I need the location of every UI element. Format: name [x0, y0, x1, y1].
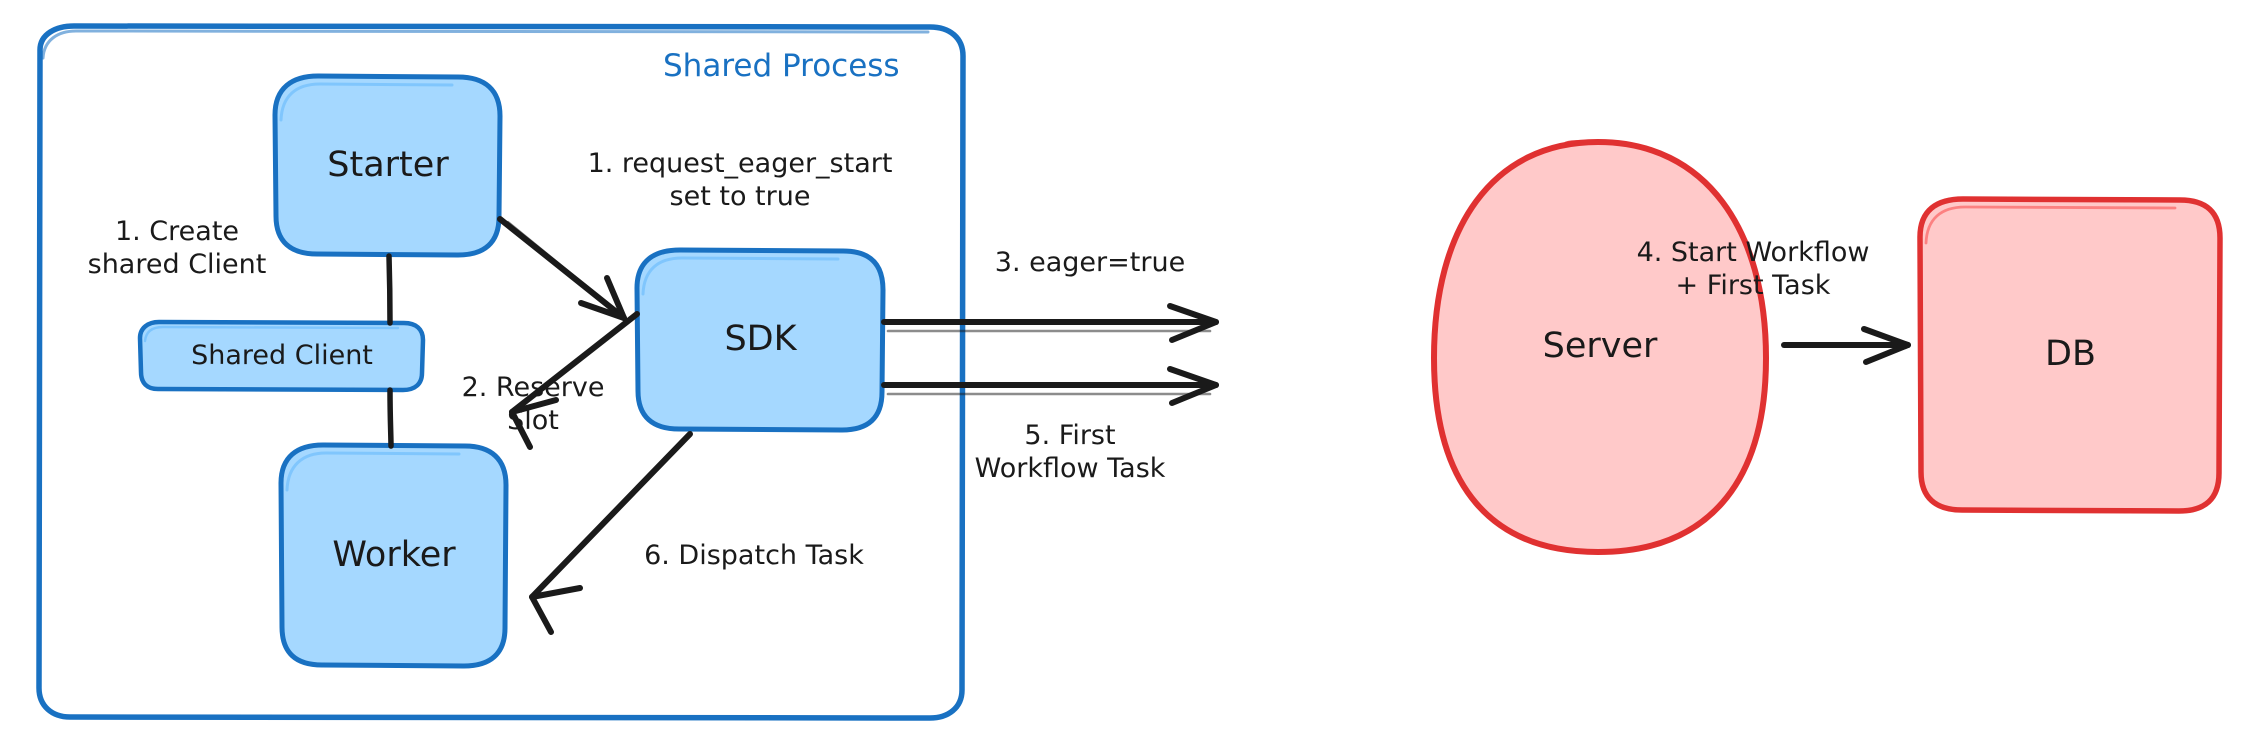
edge-shared-client-worker-link[interactable] — [387, 387, 394, 449]
node-worker[interactable] — [278, 442, 509, 669]
edge-request-eager-start[interactable] — [497, 216, 627, 321]
shared-process-container[interactable] — [36, 23, 966, 721]
node-shared-client[interactable] — [137, 319, 426, 393]
node-sdk[interactable] — [634, 247, 886, 433]
node-server[interactable] — [1431, 139, 1769, 555]
edge-start-workflow-first-task[interactable] — [1781, 326, 1911, 365]
edge-reserve-slot[interactable] — [509, 311, 640, 450]
edge-dispatch-task[interactable] — [529, 431, 693, 635]
node-db[interactable] — [1917, 196, 2223, 514]
node-starter[interactable] — [272, 73, 503, 258]
edge-create-shared-client[interactable] — [386, 253, 393, 326]
edge-first-workflow-task[interactable] — [881, 366, 1219, 406]
edge-eager-true[interactable] — [881, 303, 1219, 343]
